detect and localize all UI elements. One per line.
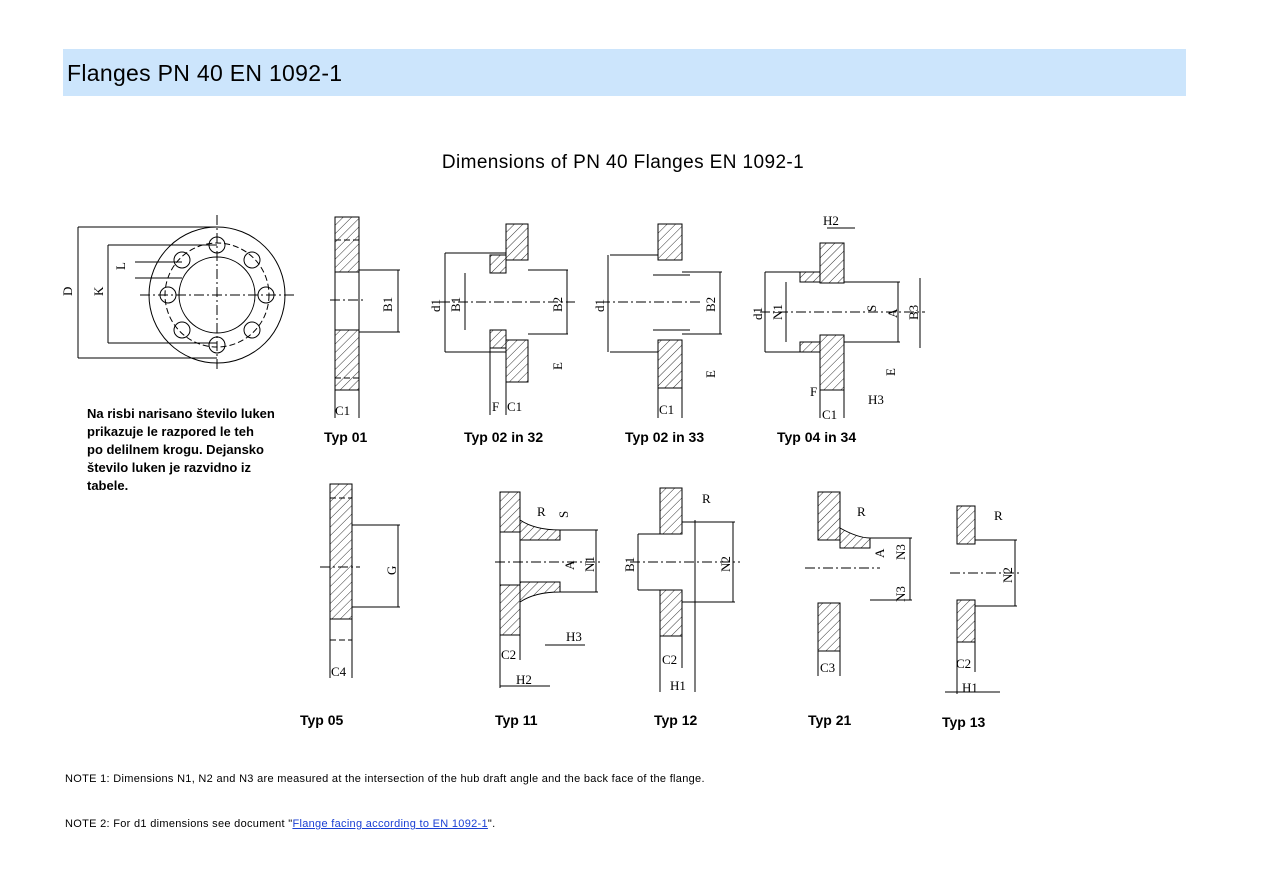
dim-d1-label: d1 bbox=[428, 299, 443, 312]
flange-typ21-section bbox=[805, 491, 912, 676]
dim-b1-label: B1 bbox=[380, 297, 395, 312]
dim-b2-label: B2 bbox=[550, 297, 565, 312]
typ0232-label: Typ 02 in 32 bbox=[464, 429, 544, 445]
dim-h3-label: H3 bbox=[868, 392, 884, 407]
flange-front-view bbox=[77, 215, 295, 370]
dim-h1-label: H1 bbox=[670, 678, 686, 693]
dim-n1-label-2: N1 bbox=[582, 556, 597, 572]
dim-h3-label-2: H3 bbox=[566, 629, 582, 644]
dim-n2-label: N2 bbox=[718, 556, 733, 572]
dim-r-label-4: R bbox=[994, 508, 1003, 523]
typ0434-label: Typ 04 in 34 bbox=[777, 429, 857, 445]
dim-h2-label: H2 bbox=[823, 213, 839, 228]
typ11-label: Typ 11 bbox=[495, 712, 538, 728]
dim-c1-label-3: C1 bbox=[659, 402, 674, 417]
typ21-label: Typ 21 bbox=[808, 712, 852, 728]
page-title: Flanges PN 40 EN 1092-1 bbox=[67, 60, 343, 86]
dim-c2-label: C2 bbox=[501, 647, 516, 662]
typ0233-label: Typ 02 in 33 bbox=[625, 429, 705, 445]
typ13-label: Typ 13 bbox=[942, 714, 986, 730]
dim-n3-label: N3 bbox=[893, 544, 908, 560]
dim-r-label: R bbox=[537, 504, 546, 519]
dim-c3-label: C3 bbox=[820, 660, 835, 675]
dim-h2-label-2: H2 bbox=[516, 672, 532, 687]
dim-g-label: G bbox=[384, 566, 399, 575]
flange-typ0434-section bbox=[760, 227, 925, 418]
dim-s-label-2: S bbox=[556, 511, 571, 518]
flange-typ12-section bbox=[630, 487, 740, 692]
note-1: NOTE 1: Dimensions N1, N2 and N3 are mea… bbox=[65, 773, 705, 785]
flange-typ0233-section bbox=[600, 223, 722, 418]
dim-c4-label: C4 bbox=[331, 664, 347, 679]
note-2: NOTE 2: For d1 dimensions see document "… bbox=[65, 818, 495, 830]
dim-r-label-3: R bbox=[857, 504, 866, 519]
dim-e-label-2: E bbox=[703, 370, 718, 378]
dim-a-label-2: A bbox=[562, 560, 577, 570]
drawing-subtitle: Dimensions of PN 40 Flanges EN 1092-1 bbox=[441, 152, 805, 173]
flange-typ01-section bbox=[330, 216, 400, 418]
dim-a-label: A bbox=[885, 308, 900, 318]
flange-facing-link[interactable]: Flange facing according to EN 1092-1 bbox=[292, 818, 488, 830]
dim-f-label: F bbox=[492, 399, 499, 414]
flange-typ11-section bbox=[495, 491, 600, 688]
hole-count-note: Na risbi narisano število luken prikazuj… bbox=[87, 405, 312, 495]
flange-typ0232-section bbox=[440, 223, 575, 415]
typ05-label: Typ 05 bbox=[300, 712, 344, 728]
dim-k-label: K bbox=[91, 286, 106, 296]
dim-b3-label: B3 bbox=[906, 305, 921, 320]
dim-c2-label-2: C2 bbox=[662, 652, 677, 667]
dim-s-label: S bbox=[864, 305, 879, 312]
dim-b2-label-2: B2 bbox=[703, 297, 718, 312]
typ01-label: Typ 01 bbox=[324, 429, 368, 445]
note-2-suffix: ". bbox=[487, 818, 496, 830]
dim-c1-label-4: C1 bbox=[822, 407, 837, 422]
dim-l-label: L bbox=[113, 262, 128, 270]
dim-c2-label-3: C2 bbox=[956, 656, 971, 671]
flange-typ05-section bbox=[320, 483, 400, 678]
dim-r-label-2: R bbox=[702, 491, 711, 506]
dim-d1-label-3: d1 bbox=[750, 307, 765, 320]
dim-b1-label-3: B1 bbox=[622, 557, 637, 572]
dim-f-label-2: F bbox=[810, 384, 817, 399]
note-2-prefix: NOTE 2: For d1 dimensions see document " bbox=[65, 818, 293, 830]
dim-c1-label-2: C1 bbox=[507, 399, 522, 414]
typ12-label: Typ 12 bbox=[654, 712, 698, 728]
dim-n3-label-2: N3 bbox=[893, 586, 908, 602]
hole-count-note-line: prikazuje le razpored le teh bbox=[87, 424, 254, 439]
dim-e-label-3: E bbox=[883, 368, 898, 376]
dim-d1-label-2: d1 bbox=[592, 299, 607, 312]
dim-e-label: E bbox=[550, 362, 565, 370]
hole-count-note-line: Na risbi narisano število luken bbox=[87, 406, 275, 421]
hole-count-note-line: po delilnem krogu. Dejansko bbox=[87, 442, 264, 457]
flange-typ13-section bbox=[945, 505, 1020, 694]
dim-c1-label: C1 bbox=[335, 403, 350, 418]
header-bar: Flanges PN 40 EN 1092-1 bbox=[63, 49, 1186, 96]
dim-n1-label: N1 bbox=[770, 304, 785, 320]
dim-a-label-3: A bbox=[872, 548, 887, 558]
dim-h1-label-2: H1 bbox=[962, 680, 978, 695]
dim-d-label: D bbox=[60, 287, 75, 296]
hole-count-note-line: tabele. bbox=[87, 478, 129, 493]
dim-b1-label-2: B1 bbox=[448, 297, 463, 312]
dim-n2-label-2: N2 bbox=[1000, 567, 1015, 583]
hole-count-note-line: število luken je razvidno iz bbox=[87, 460, 251, 475]
